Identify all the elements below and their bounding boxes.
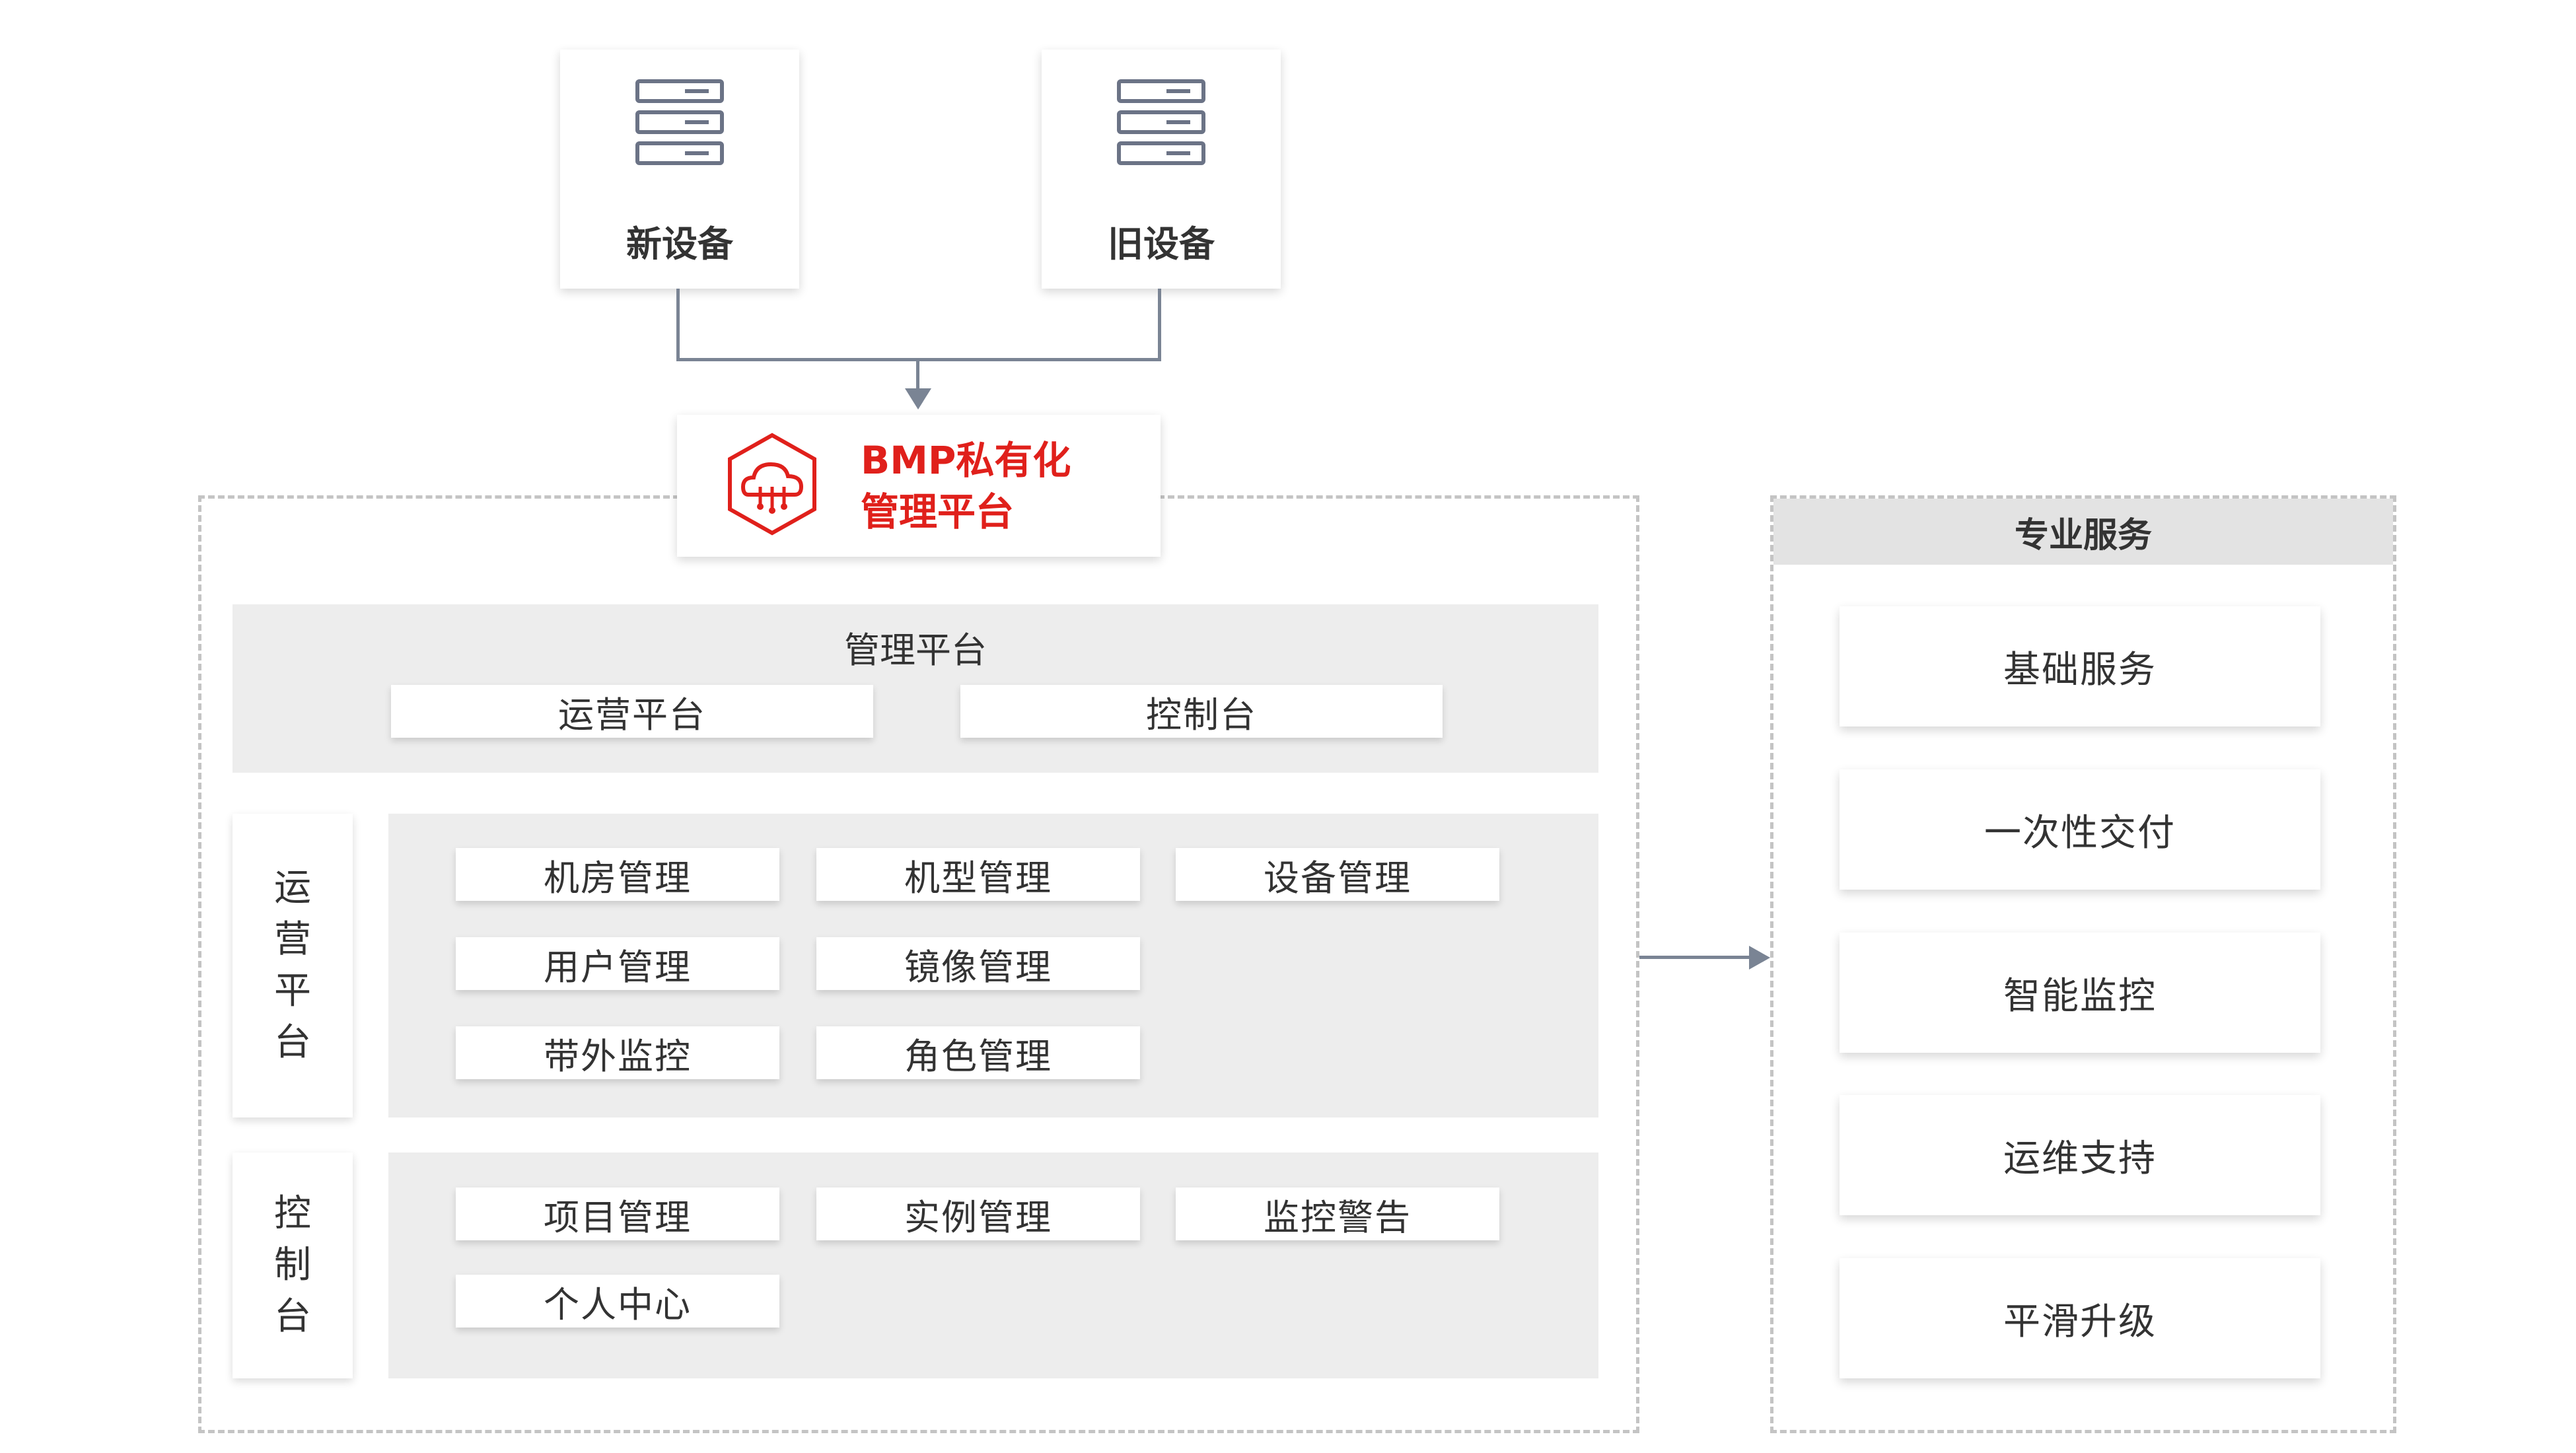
service-one-time-delivery[interactable]: 一次性交付	[1840, 769, 2320, 890]
item-model-management[interactable]: 机型管理	[816, 848, 1140, 901]
new-device-label: 新设备	[626, 223, 733, 265]
console-section-side-label: 控 制 台	[233, 1152, 353, 1378]
cloud-hexagon-logo-icon	[728, 433, 816, 536]
item-user-management[interactable]: 用户管理	[456, 937, 779, 990]
service-smart-monitoring[interactable]: 智能监控	[1840, 933, 2320, 1053]
item-datacenter-management[interactable]: 机房管理	[456, 848, 779, 901]
item-oob-monitoring[interactable]: 带外监控	[456, 1026, 779, 1079]
old-device-card: 旧设备	[1042, 50, 1281, 289]
services-header: 专业服务	[1773, 499, 2393, 565]
bmp-card: BMP私有化 管理平台	[677, 415, 1161, 557]
ops-section-panel: 机房管理 机型管理 设备管理 用户管理 镜像管理 带外监控 角色管理	[388, 814, 1598, 1117]
service-ops-support[interactable]: 运维支持	[1840, 1095, 2320, 1215]
item-image-management[interactable]: 镜像管理	[816, 937, 1140, 990]
new-device-card: 新设备	[560, 50, 799, 289]
service-basic[interactable]: 基础服务	[1840, 606, 2320, 726]
server-icon	[1117, 79, 1205, 165]
console-button[interactable]: 控制台	[960, 685, 1443, 738]
item-role-management[interactable]: 角色管理	[816, 1026, 1140, 1079]
arrow-down-icon	[905, 388, 931, 409]
server-icon	[635, 79, 724, 165]
bmp-title-line2: 管理平台	[861, 489, 1015, 534]
arrow-right-icon	[1749, 946, 1770, 970]
old-device-label: 旧设备	[1108, 223, 1215, 265]
bmp-title-line1: BMP私有化	[861, 438, 1071, 483]
ops-section-side-label: 运 营 平 台	[233, 814, 353, 1117]
connector-line	[676, 289, 680, 361]
console-section-panel: 项目管理 实例管理 监控警告 个人中心	[388, 1152, 1598, 1378]
ops-platform-button[interactable]: 运营平台	[391, 685, 873, 738]
connector-line	[916, 358, 919, 392]
connector-line	[1158, 289, 1161, 361]
connector-line	[1639, 956, 1752, 959]
management-platform-title: 管理平台	[844, 629, 987, 671]
service-smooth-upgrade[interactable]: 平滑升级	[1840, 1258, 2320, 1378]
services-container	[1770, 495, 2396, 1433]
item-device-management[interactable]: 设备管理	[1176, 848, 1499, 901]
item-monitoring-alerts[interactable]: 监控警告	[1176, 1187, 1499, 1240]
item-instance-management[interactable]: 实例管理	[816, 1187, 1140, 1240]
item-project-management[interactable]: 项目管理	[456, 1187, 779, 1240]
management-platform-panel: 管理平台 运营平台 控制台	[233, 604, 1598, 773]
item-personal-center[interactable]: 个人中心	[456, 1275, 779, 1328]
